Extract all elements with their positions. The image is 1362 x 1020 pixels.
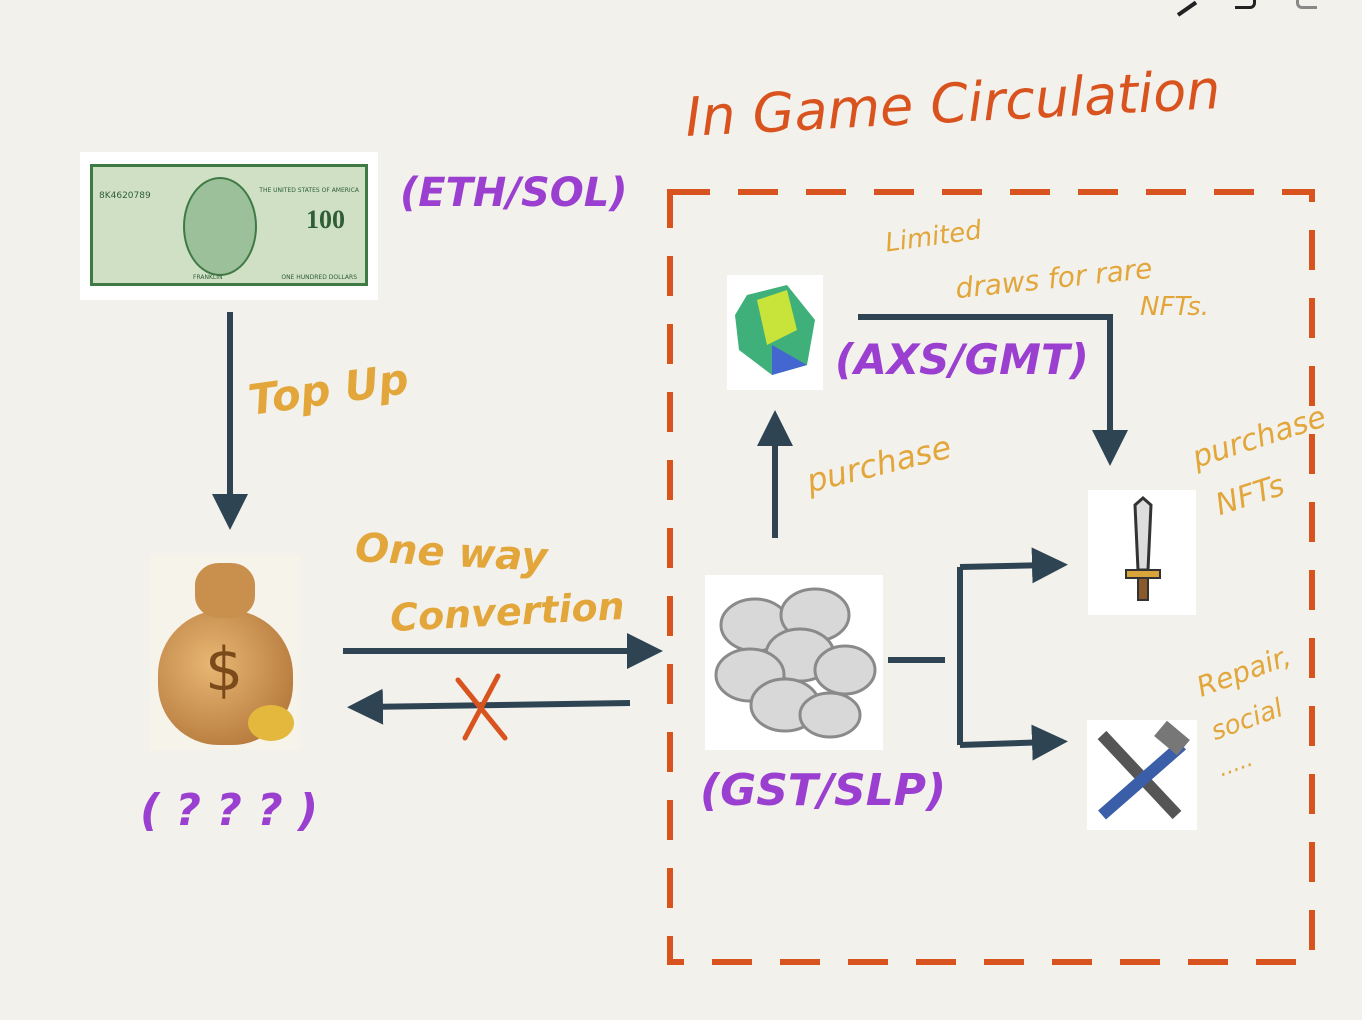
money-bag-image: $ [150,555,300,750]
nfts-label: NFTs. [1140,292,1210,322]
governance-token-label: (AXS/GMT) [835,335,1089,384]
redo-icon[interactable] [1296,0,1317,9]
bill-country: THE UNITED STATES OF AMERICA [259,187,359,194]
undo-icon[interactable] [1235,0,1256,9]
bill-denomination: 100 [306,205,345,234]
nft-arrow [959,547,1068,584]
draws-arrow [858,314,1128,466]
utility-token-label: (GST/SLP) [700,765,947,816]
gem-image [727,275,823,390]
cross-mark [455,673,508,741]
bill-serial: 8K4620789 [99,191,151,201]
bill-words: ONE HUNDRED DOLLARS [281,274,357,281]
portrait [183,177,257,276]
sword-image [1088,490,1196,615]
blocked-return-arrow [347,688,631,725]
tools-image [1087,720,1197,830]
wallet-token-label: ( ? ? ? ) [140,785,319,836]
fiat-token-label: (ETH/SOL) [400,170,628,216]
coins-image [705,575,883,750]
repair-arrow [959,724,1068,761]
bill-name: FRANKLIN [193,274,223,281]
in-game-boundary-box [667,189,1315,965]
dollar-bill-image: 8K4620789 100 THE UNITED STATES OF AMERI… [80,152,378,300]
